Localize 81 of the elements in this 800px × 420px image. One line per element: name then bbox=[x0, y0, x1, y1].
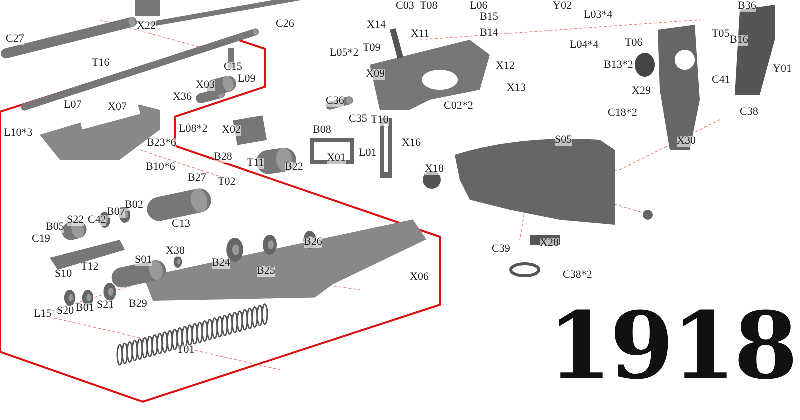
callout-number: C15 bbox=[224, 62, 242, 73]
callout-number: L06 bbox=[470, 1, 488, 12]
callout-number: B01 bbox=[76, 303, 94, 314]
callout-number: T05 bbox=[712, 29, 730, 40]
callout-number: L15 bbox=[34, 309, 52, 320]
callout-number: B26 bbox=[304, 237, 322, 248]
callout-number: T09 bbox=[363, 43, 381, 54]
callout-number: B15 bbox=[480, 12, 498, 23]
callout-number: S22 bbox=[67, 215, 84, 226]
callout-number: C03 bbox=[396, 1, 414, 12]
callout-number: X01 bbox=[327, 153, 346, 164]
callout-number: X18 bbox=[425, 164, 444, 175]
callout-number: B24 bbox=[212, 258, 230, 269]
callout-number: B13*2 bbox=[604, 60, 634, 71]
callout-number: B23*6 bbox=[147, 138, 176, 149]
callout-number: T06 bbox=[625, 38, 643, 49]
callout-number: S05 bbox=[555, 135, 572, 146]
callout-number: C38*2 bbox=[563, 270, 592, 281]
callout-number: L04*4 bbox=[570, 40, 599, 51]
callout-number: B10*6 bbox=[146, 162, 176, 173]
callout-number: C36 bbox=[326, 96, 344, 107]
callout-number: L08*2 bbox=[179, 124, 208, 135]
callout-number: X16 bbox=[402, 138, 421, 149]
callout-number: B29 bbox=[129, 299, 148, 310]
callout-number: B02 bbox=[125, 200, 144, 211]
callout-number: B28 bbox=[214, 152, 232, 163]
callout-number: T01 bbox=[177, 345, 195, 356]
callout-number: C18*2 bbox=[608, 108, 638, 119]
callout-number: X14 bbox=[367, 20, 386, 31]
callout-number: X07 bbox=[108, 102, 127, 113]
diagram-title: 1918 bbox=[548, 300, 796, 392]
callout-number: L07 bbox=[64, 100, 82, 111]
callout-number: X22 bbox=[137, 21, 156, 32]
callout-number: C13 bbox=[172, 219, 190, 230]
callout-number: X02 bbox=[222, 125, 241, 136]
callout-number: C35 bbox=[349, 114, 368, 125]
callout-number: C26 bbox=[276, 19, 294, 30]
callout-number: B05 bbox=[46, 222, 64, 233]
callout-number: S21 bbox=[97, 300, 114, 311]
callout-number: T12 bbox=[81, 262, 99, 273]
callout-number: X28 bbox=[540, 238, 559, 249]
callout-number: B36 bbox=[738, 1, 756, 12]
callout-number: B22 bbox=[285, 162, 304, 173]
callout-number: C27 bbox=[6, 34, 24, 45]
callout-number: T08 bbox=[420, 1, 438, 12]
callout-number: X09 bbox=[366, 69, 385, 80]
callout-number: B25 bbox=[257, 266, 276, 277]
callout-number: X36 bbox=[173, 92, 192, 103]
callout-number: T02 bbox=[218, 177, 236, 188]
callout-number: B16 bbox=[730, 35, 748, 46]
callout-number: B14 bbox=[480, 28, 498, 39]
callout-number: B07 bbox=[107, 207, 126, 218]
callout-number: C41 bbox=[712, 75, 730, 86]
callout-number: B27 bbox=[188, 173, 206, 184]
callout-number: X30 bbox=[677, 136, 696, 147]
callout-number: B08 bbox=[313, 125, 332, 136]
callout-number: X13 bbox=[507, 83, 526, 94]
callout-number: X06 bbox=[410, 272, 429, 283]
callout-number: Y01 bbox=[773, 64, 792, 75]
callout-number: S10 bbox=[55, 269, 72, 280]
callout-number: S20 bbox=[57, 306, 74, 317]
callout-number: C19 bbox=[32, 234, 50, 245]
callout-number: L03*4 bbox=[584, 10, 613, 21]
callout-number: C42 bbox=[88, 215, 106, 226]
callout-number: L10*3 bbox=[4, 128, 33, 139]
callout-number: C02*2 bbox=[444, 101, 474, 112]
callout-number: L09 bbox=[238, 74, 256, 85]
callout-number: X11 bbox=[411, 29, 430, 40]
callout-number: C38 bbox=[740, 107, 758, 118]
callout-number: C39 bbox=[492, 244, 510, 255]
callout-number: X38 bbox=[166, 246, 185, 257]
callout-number: X03 bbox=[196, 80, 215, 91]
callout-number: X29 bbox=[632, 86, 651, 97]
callout-number: T11 bbox=[247, 158, 264, 169]
callout-number: L05*2 bbox=[330, 48, 359, 59]
callout-number: L01 bbox=[359, 148, 377, 159]
callout-number: X12 bbox=[496, 61, 515, 72]
callout-number: S01 bbox=[135, 255, 152, 266]
callout-number: T10 bbox=[371, 115, 389, 126]
callout-number: T16 bbox=[92, 58, 110, 69]
callout-number: Y02 bbox=[553, 1, 572, 12]
